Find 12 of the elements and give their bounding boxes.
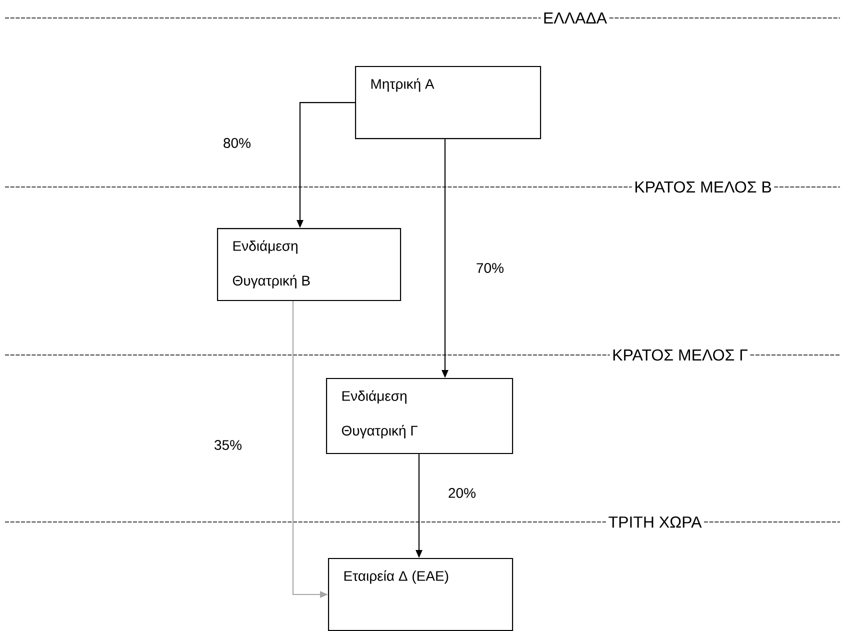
company-box: Εταιρεία Δ (ΕΑΕ) bbox=[328, 558, 514, 631]
company-box: Μητρική Α bbox=[355, 66, 542, 140]
region-label: ΚΡΑΤΟΣ ΜΕΛΟΣ Γ bbox=[613, 349, 748, 361]
edge-label: 20% bbox=[446, 486, 478, 500]
region-label: ΤΡΙΤΗ ΧΩΡΑ bbox=[608, 516, 702, 528]
edge-label: 80% bbox=[222, 136, 252, 150]
edge-label: 70% bbox=[474, 262, 506, 274]
edge-label: 35% bbox=[212, 438, 244, 452]
region-label: ΕΛΛΑΔΑ bbox=[544, 12, 608, 24]
region-label: ΚΡΑΤΟΣ ΜΕΛΟΣ Β bbox=[635, 181, 772, 193]
company-box: Ενδιάμεση Θυγατρική Β bbox=[217, 228, 402, 302]
company-box: Ενδιάμεση Θυγατρική Γ bbox=[326, 378, 514, 454]
